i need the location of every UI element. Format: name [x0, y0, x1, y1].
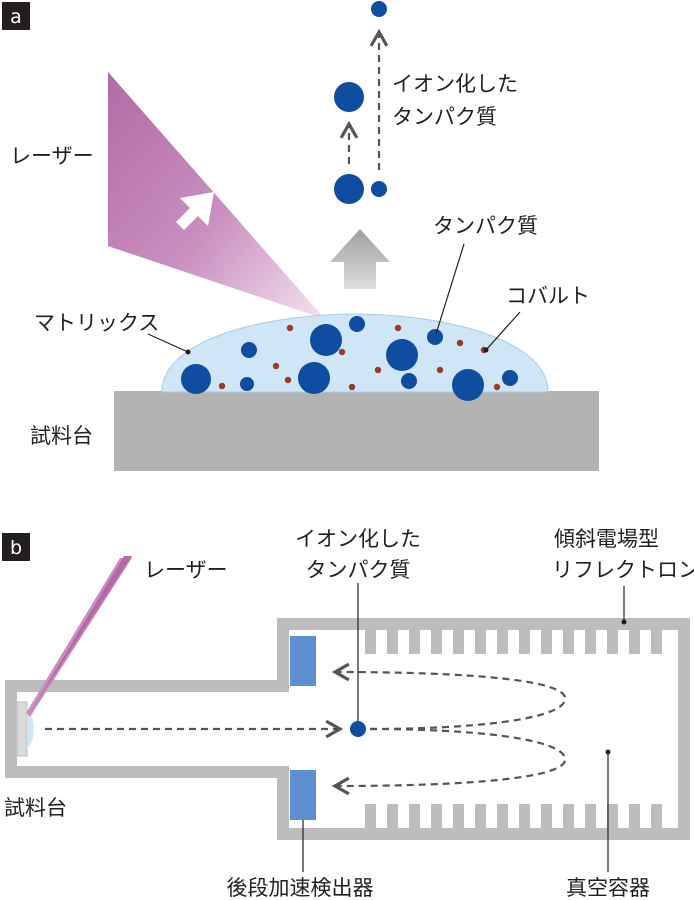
cobalt-label: コバルト: [506, 284, 590, 308]
protein-molecule: [310, 324, 342, 356]
cobalt-particle: [374, 366, 382, 374]
cobalt-particle: [284, 376, 292, 384]
sample-stage-a: [114, 391, 599, 471]
cobalt-particle: [338, 348, 346, 356]
detector-bottom: [290, 770, 316, 820]
laser-beam-a-fill: [108, 72, 324, 318]
panel-a-badge-label: a: [10, 6, 22, 28]
ion-path-reflect-bottom: [331, 727, 567, 796]
laser-beam-b-core: [28, 556, 132, 716]
cobalt-particle: [436, 366, 444, 374]
ionized-protein-b: [350, 721, 366, 737]
cobalt-leader-line: [485, 311, 521, 351]
vacuum-label: 真空容器: [566, 876, 650, 900]
laser-direction-arrow: [176, 192, 214, 230]
panel-a-badge: [2, 2, 30, 30]
protein-molecule: [298, 362, 330, 394]
panel-b-badge-label: b: [10, 537, 22, 559]
sample-stage-b: [16, 701, 28, 757]
matrix-droplet: [161, 313, 549, 393]
laser-label-b: レーザー: [144, 558, 228, 582]
panel-a: a レーザー 試料台: [2, 1, 599, 471]
protein-molecule: [502, 370, 518, 386]
cobalt-particles: [218, 324, 501, 391]
ionized-protein-small: [371, 181, 387, 197]
laser-label-a: レーザー: [10, 144, 94, 168]
protein-molecule: [240, 377, 254, 391]
cobalt-particle: [456, 339, 464, 347]
protein-molecule: [386, 339, 418, 371]
cobalt-particle: [394, 324, 402, 332]
ionized-label-a-line1: イオン化した: [392, 72, 518, 96]
protein-molecule: [181, 364, 211, 394]
protein-leader-line: [435, 243, 465, 335]
detector-label: 後段加速検出器: [227, 876, 374, 900]
ionized-protein-large: [334, 174, 364, 204]
ion-path-reflect-top: [331, 662, 567, 731]
panel-b: b: [2, 527, 694, 900]
protein-label: タンパク質: [433, 214, 538, 238]
ionized-protein-large-top: [334, 82, 364, 112]
ionized-protein-small-top: [371, 1, 387, 17]
cobalt-particle: [286, 324, 294, 332]
reflectron-electrodes-top: [365, 630, 662, 654]
reflectron-label-line1: 傾斜電場型: [554, 527, 659, 551]
matrix-label: マトリックス: [34, 311, 159, 335]
matrix-leader-dot: [185, 349, 191, 355]
ionized-label-b-line1: イオン化した: [295, 527, 421, 551]
reflectron-label-line2: リフレクトロン: [552, 558, 694, 582]
ionized-label-b-line2: タンパク質: [306, 558, 411, 582]
reflectron-electrodes-bottom: [365, 804, 662, 828]
ionized-label-a-line2: タンパク質: [392, 105, 497, 129]
cobalt-leader-dot: [483, 347, 489, 353]
panel-b-badge: [2, 533, 30, 561]
sample-spot-b: [27, 710, 34, 748]
stage-label-a: 試料台: [30, 424, 93, 448]
vacuum-leader-dot: [605, 749, 611, 755]
protein-molecule: [452, 369, 484, 401]
cobalt-particle: [348, 383, 356, 391]
stage-label-b: 試料台: [4, 796, 67, 820]
protein-molecule: [427, 329, 443, 345]
cobalt-particle: [493, 383, 501, 391]
desorption-arrow: [330, 229, 390, 289]
detector-top: [290, 636, 316, 686]
protein-molecule: [401, 373, 417, 389]
matrix-leader-line: [147, 333, 189, 353]
vacuum-chamber-interior: [17, 630, 678, 828]
cobalt-particle: [272, 362, 280, 370]
cobalt-particle: [218, 382, 226, 390]
protein-molecules: [181, 316, 518, 401]
protein-molecule: [349, 316, 365, 332]
reflectron-leader-dot: [621, 619, 627, 625]
protein-molecule: [241, 342, 257, 358]
